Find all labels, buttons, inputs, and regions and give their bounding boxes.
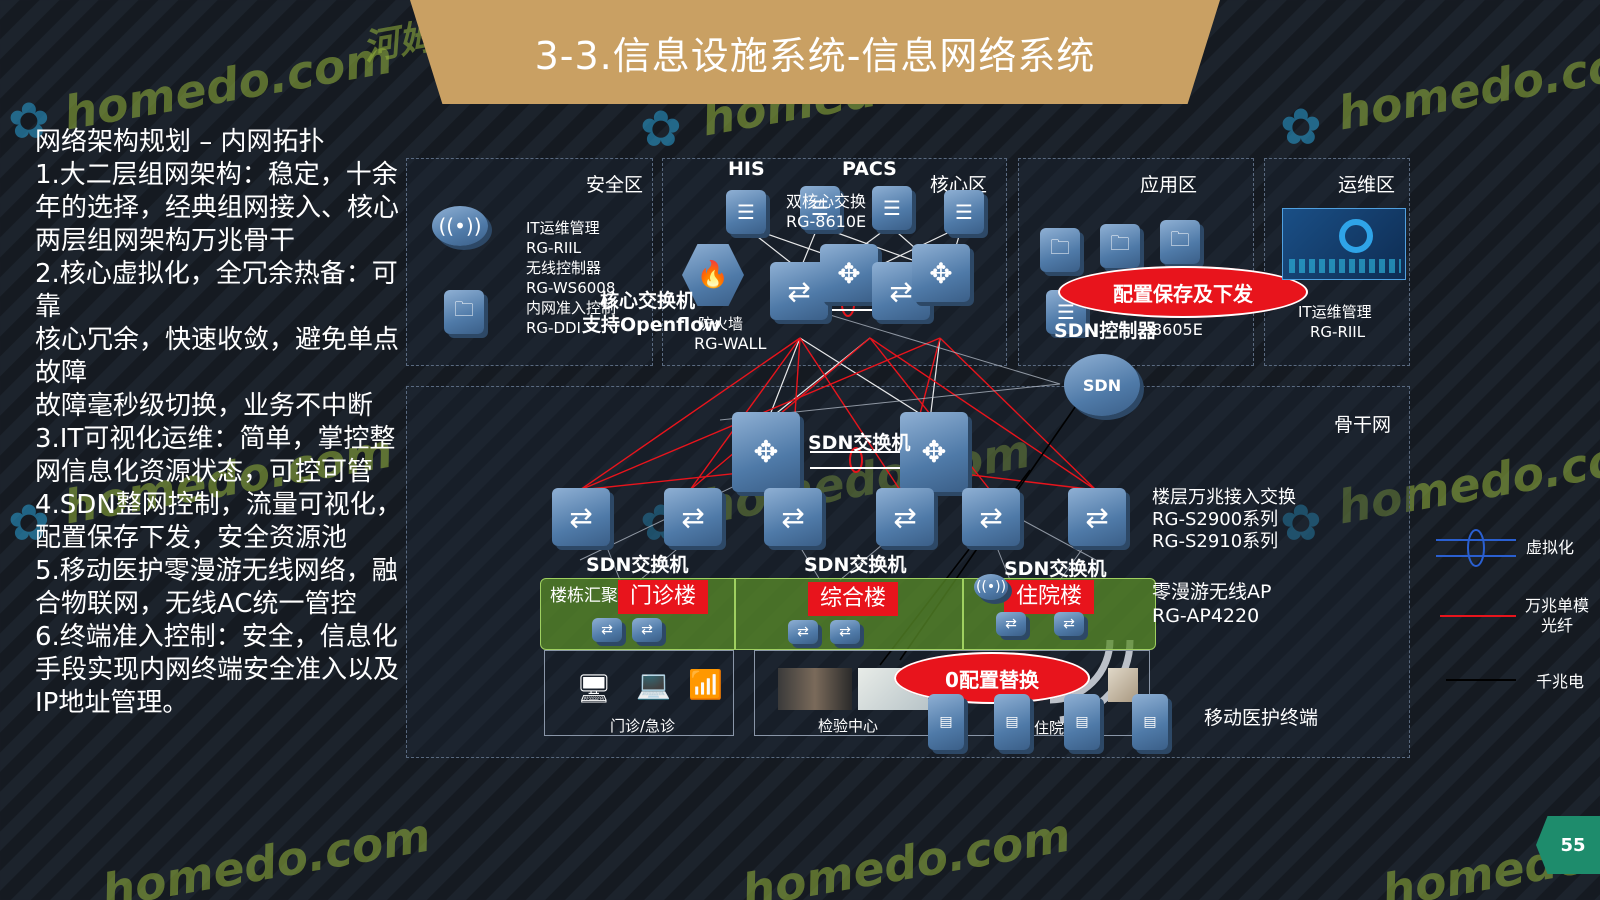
access-switch-icon: ⇄ — [1068, 488, 1126, 546]
description-line: 3.IT可视化运维：简单，掌控整网信息化资源状态，可控可管 — [35, 424, 396, 487]
zone-label-app: 应用区 — [1140, 174, 1198, 196]
building-switch-icon: ⇄ — [1054, 612, 1084, 636]
firewall-label: 防火墙 — [698, 315, 744, 333]
mobile-terminal-icon: ▤ — [1064, 694, 1100, 750]
zone-label-security: 安全区 — [586, 174, 644, 196]
access-switch-icon: ⇄ — [764, 488, 822, 546]
app-server-icon: 🗀 — [1040, 228, 1080, 272]
firewall-model: RG-WALL — [694, 334, 767, 353]
legend-virtualization: 虚拟化 — [1526, 538, 1575, 557]
callout-config: 配置保存及下发 — [1058, 266, 1308, 318]
server-icon: ☰ — [944, 190, 984, 234]
ops-label: IT运维管理 — [1298, 303, 1372, 321]
legend-lines — [1436, 529, 1516, 681]
pacs-label: PACS — [842, 158, 897, 180]
zone-label-ops: 运维区 — [1338, 174, 1396, 196]
sdn-controller-model: 8605E — [1152, 320, 1203, 339]
app-server-icon: 🗀 — [1160, 220, 1200, 264]
title-banner: 3-3.信息设施系统-信息网络系统 — [410, 0, 1220, 104]
mobile-terminal-icon: ▤ — [994, 694, 1030, 750]
dual-core-label: 双核心交换 — [786, 192, 867, 211]
wireless-controller-icon: ((•)) — [432, 206, 488, 246]
core-switch-icon: ✥ — [820, 244, 878, 302]
server-icon: ☰ — [800, 186, 840, 230]
terminal-label: 门诊/急诊 — [610, 717, 676, 735]
his-label: HIS — [728, 158, 765, 180]
callout-zero-config: 0配置替换 — [894, 652, 1090, 704]
building-switch-icon: ⇄ — [592, 618, 622, 642]
access-point-icon: ((•)) — [974, 574, 1008, 600]
flower-icon: ✿ — [1280, 494, 1322, 552]
description-line: 4.SDN整网控制，流量可视化，配置保存下发，安全资源池 — [35, 490, 402, 553]
core-switch-icon: ✥ — [912, 244, 970, 302]
app-server-icon: 🗀 — [1100, 224, 1140, 268]
sdn-switch-label: SDN交换机 — [586, 554, 689, 576]
building-switch-icon: ⇄ — [996, 612, 1026, 636]
building-divider — [734, 578, 736, 650]
terminal-area-outpatient — [544, 650, 734, 736]
building-switch-icon: ⇄ — [830, 620, 860, 644]
pc-icon: 💻 — [636, 668, 671, 701]
sdn-switch-label: SDN交换机 — [804, 554, 907, 576]
sdn-switch-icon: ✥ — [900, 412, 968, 492]
description-list: 网络架构规划 – 内网拓扑 1.大二层组网架构：稳定，十余年的选择，经典组网接入… — [35, 126, 413, 720]
dashboard-screen-icon — [1282, 208, 1406, 280]
sdn-icon-text: SDN — [1082, 375, 1122, 395]
building-divider — [962, 578, 964, 650]
building-aggregate-label: 楼栋汇聚 — [550, 586, 618, 606]
legend-fiber: 万兆单模光纤 — [1524, 596, 1589, 635]
building-general: 综合楼 — [808, 582, 899, 616]
mobile-terminal-label: 移动医护终端 — [1204, 707, 1319, 729]
terminal-label: 检验中心 — [818, 717, 879, 735]
page-number: 55 — [1560, 834, 1586, 856]
description-line: 5.移动医护零漫游无线网络，融合物联网，无线AC统一管控 — [35, 556, 398, 619]
zone-label-backbone: 骨干网 — [1334, 414, 1392, 436]
laptop-wifi-icon: 📶 — [688, 668, 723, 701]
description-line: 6.终端准入控制：安全，信息化手段实现内网终端安全准入以及IP地址管理。 — [35, 622, 400, 718]
sdn-controller-icon: SDN — [1064, 354, 1140, 416]
building-inpatient: 住院楼 — [1004, 580, 1095, 614]
sdn-switch-icon: ✥ — [732, 412, 800, 492]
page-title: 3-3.信息设施系统-信息网络系统 — [534, 33, 1096, 78]
flower-icon: ✿ — [640, 100, 682, 158]
dual-core-model: RG-8610E — [786, 212, 867, 231]
core-switch-label: 核心交换机 — [600, 290, 696, 312]
flower-icon: ✿ — [8, 494, 50, 552]
access-switch-icon: ⇄ — [664, 488, 722, 546]
sdn-controller-label: SDN控制器 — [1054, 320, 1157, 342]
legend-gigabit: 千兆电 — [1536, 672, 1585, 691]
description-line: 1.大二层组网架构：稳定，十余年的选择，经典组网接入、核心两层组网架构万兆骨干 — [35, 160, 400, 256]
mobile-terminal-icon: ▤ — [928, 694, 964, 750]
building-switch-icon: ⇄ — [632, 618, 662, 642]
openflow-label: 支持Openflow — [582, 314, 721, 336]
pacs-server-icon: ☰ — [872, 186, 912, 230]
description-line: 故障毫秒级切换，业务不中断 — [35, 391, 374, 421]
his-server-icon: ☰ — [726, 190, 766, 234]
access-switch-icon: ⇄ — [876, 488, 934, 546]
building-outpatient: 门诊楼 — [618, 580, 709, 614]
sdn-switch-mid-label: SDN交换机 — [808, 432, 911, 454]
flower-icon: ✿ — [1280, 98, 1322, 156]
description-line: 核心冗余，快速收敛，避免单点故障 — [35, 325, 400, 388]
building-switch-icon: ⇄ — [788, 620, 818, 644]
sdn-switch-label: SDN交换机 — [1004, 558, 1107, 580]
core-switch-icon: ⇄ — [770, 262, 828, 320]
monitor-icon: 🖥 — [576, 672, 612, 705]
folder-server-icon: 🗀 — [444, 290, 484, 334]
access-switch-icon: ⇄ — [962, 488, 1020, 546]
access-switch-icon: ⇄ — [552, 488, 610, 546]
description-line: 网络架构规划 – 内网拓扑 — [35, 127, 325, 157]
description-line: 2.核心虚拟化，全冗余热备：可靠 — [35, 259, 398, 322]
mobile-terminal-icon: ▤ — [1132, 694, 1168, 750]
page-number-badge: 55 — [1536, 816, 1600, 874]
flower-icon: ✿ — [8, 92, 50, 150]
ops-model: RG-RIIL — [1310, 323, 1366, 341]
lab-photo-icon — [778, 668, 852, 710]
